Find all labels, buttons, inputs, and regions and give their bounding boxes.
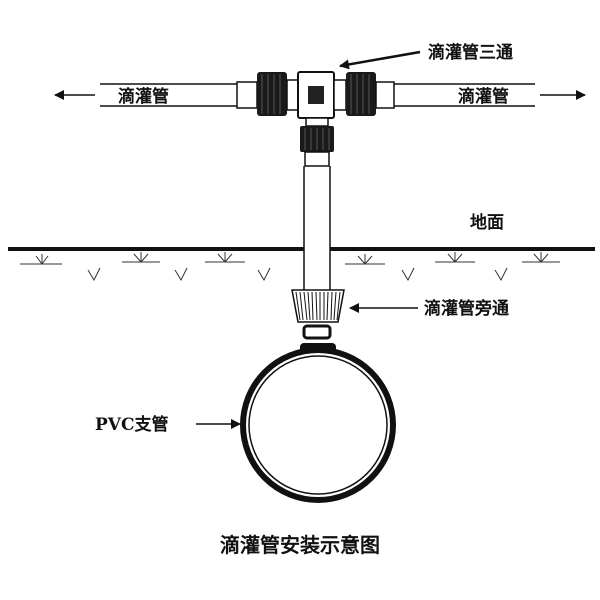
bypass-fitting — [291, 289, 345, 383]
label-ground: 地面 — [470, 212, 504, 233]
diagram-caption: 滴灌管安装示意图 — [220, 533, 380, 557]
tee-fitting — [236, 71, 395, 167]
label-drip-left: 滴灌管 — [118, 86, 169, 107]
pvc-branch-pipe — [240, 347, 396, 503]
label-tee: 滴灌管三通 — [428, 42, 513, 63]
grass-marks — [20, 252, 560, 282]
riser-pipe — [303, 166, 331, 290]
label-drip-right: 滴灌管 — [458, 86, 509, 107]
label-bypass: 滴灌管旁通 — [424, 298, 509, 319]
drip-pipe-right — [392, 83, 535, 107]
callout-arrow-tee — [339, 50, 421, 70]
drip-pipe-left — [100, 83, 240, 107]
label-pvc: PVC支管 — [95, 414, 169, 435]
